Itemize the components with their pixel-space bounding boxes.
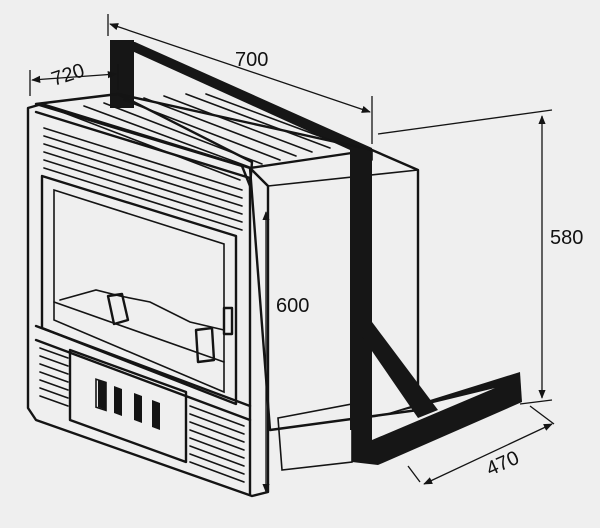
lower-louvres-right [189, 405, 245, 483]
dim-depth-top-label: 720 [49, 60, 88, 91]
dim-height-right-label: 580 [550, 227, 583, 249]
top-grille [34, 92, 374, 188]
support-frame [110, 40, 522, 465]
dim-width-top-label: 700 [235, 49, 268, 71]
dim-depth-base-label: 470 [483, 447, 522, 481]
glass-door [40, 174, 238, 406]
upper-louvres [43, 127, 243, 231]
fireplace-front [26, 102, 270, 498]
dimension-lines [29, 14, 555, 493]
lower-louvres-left [39, 347, 69, 407]
control-panel [68, 348, 188, 464]
frame-post [350, 148, 438, 430]
door-handle [222, 306, 234, 336]
dim-height-front-label: 600 [276, 295, 309, 317]
